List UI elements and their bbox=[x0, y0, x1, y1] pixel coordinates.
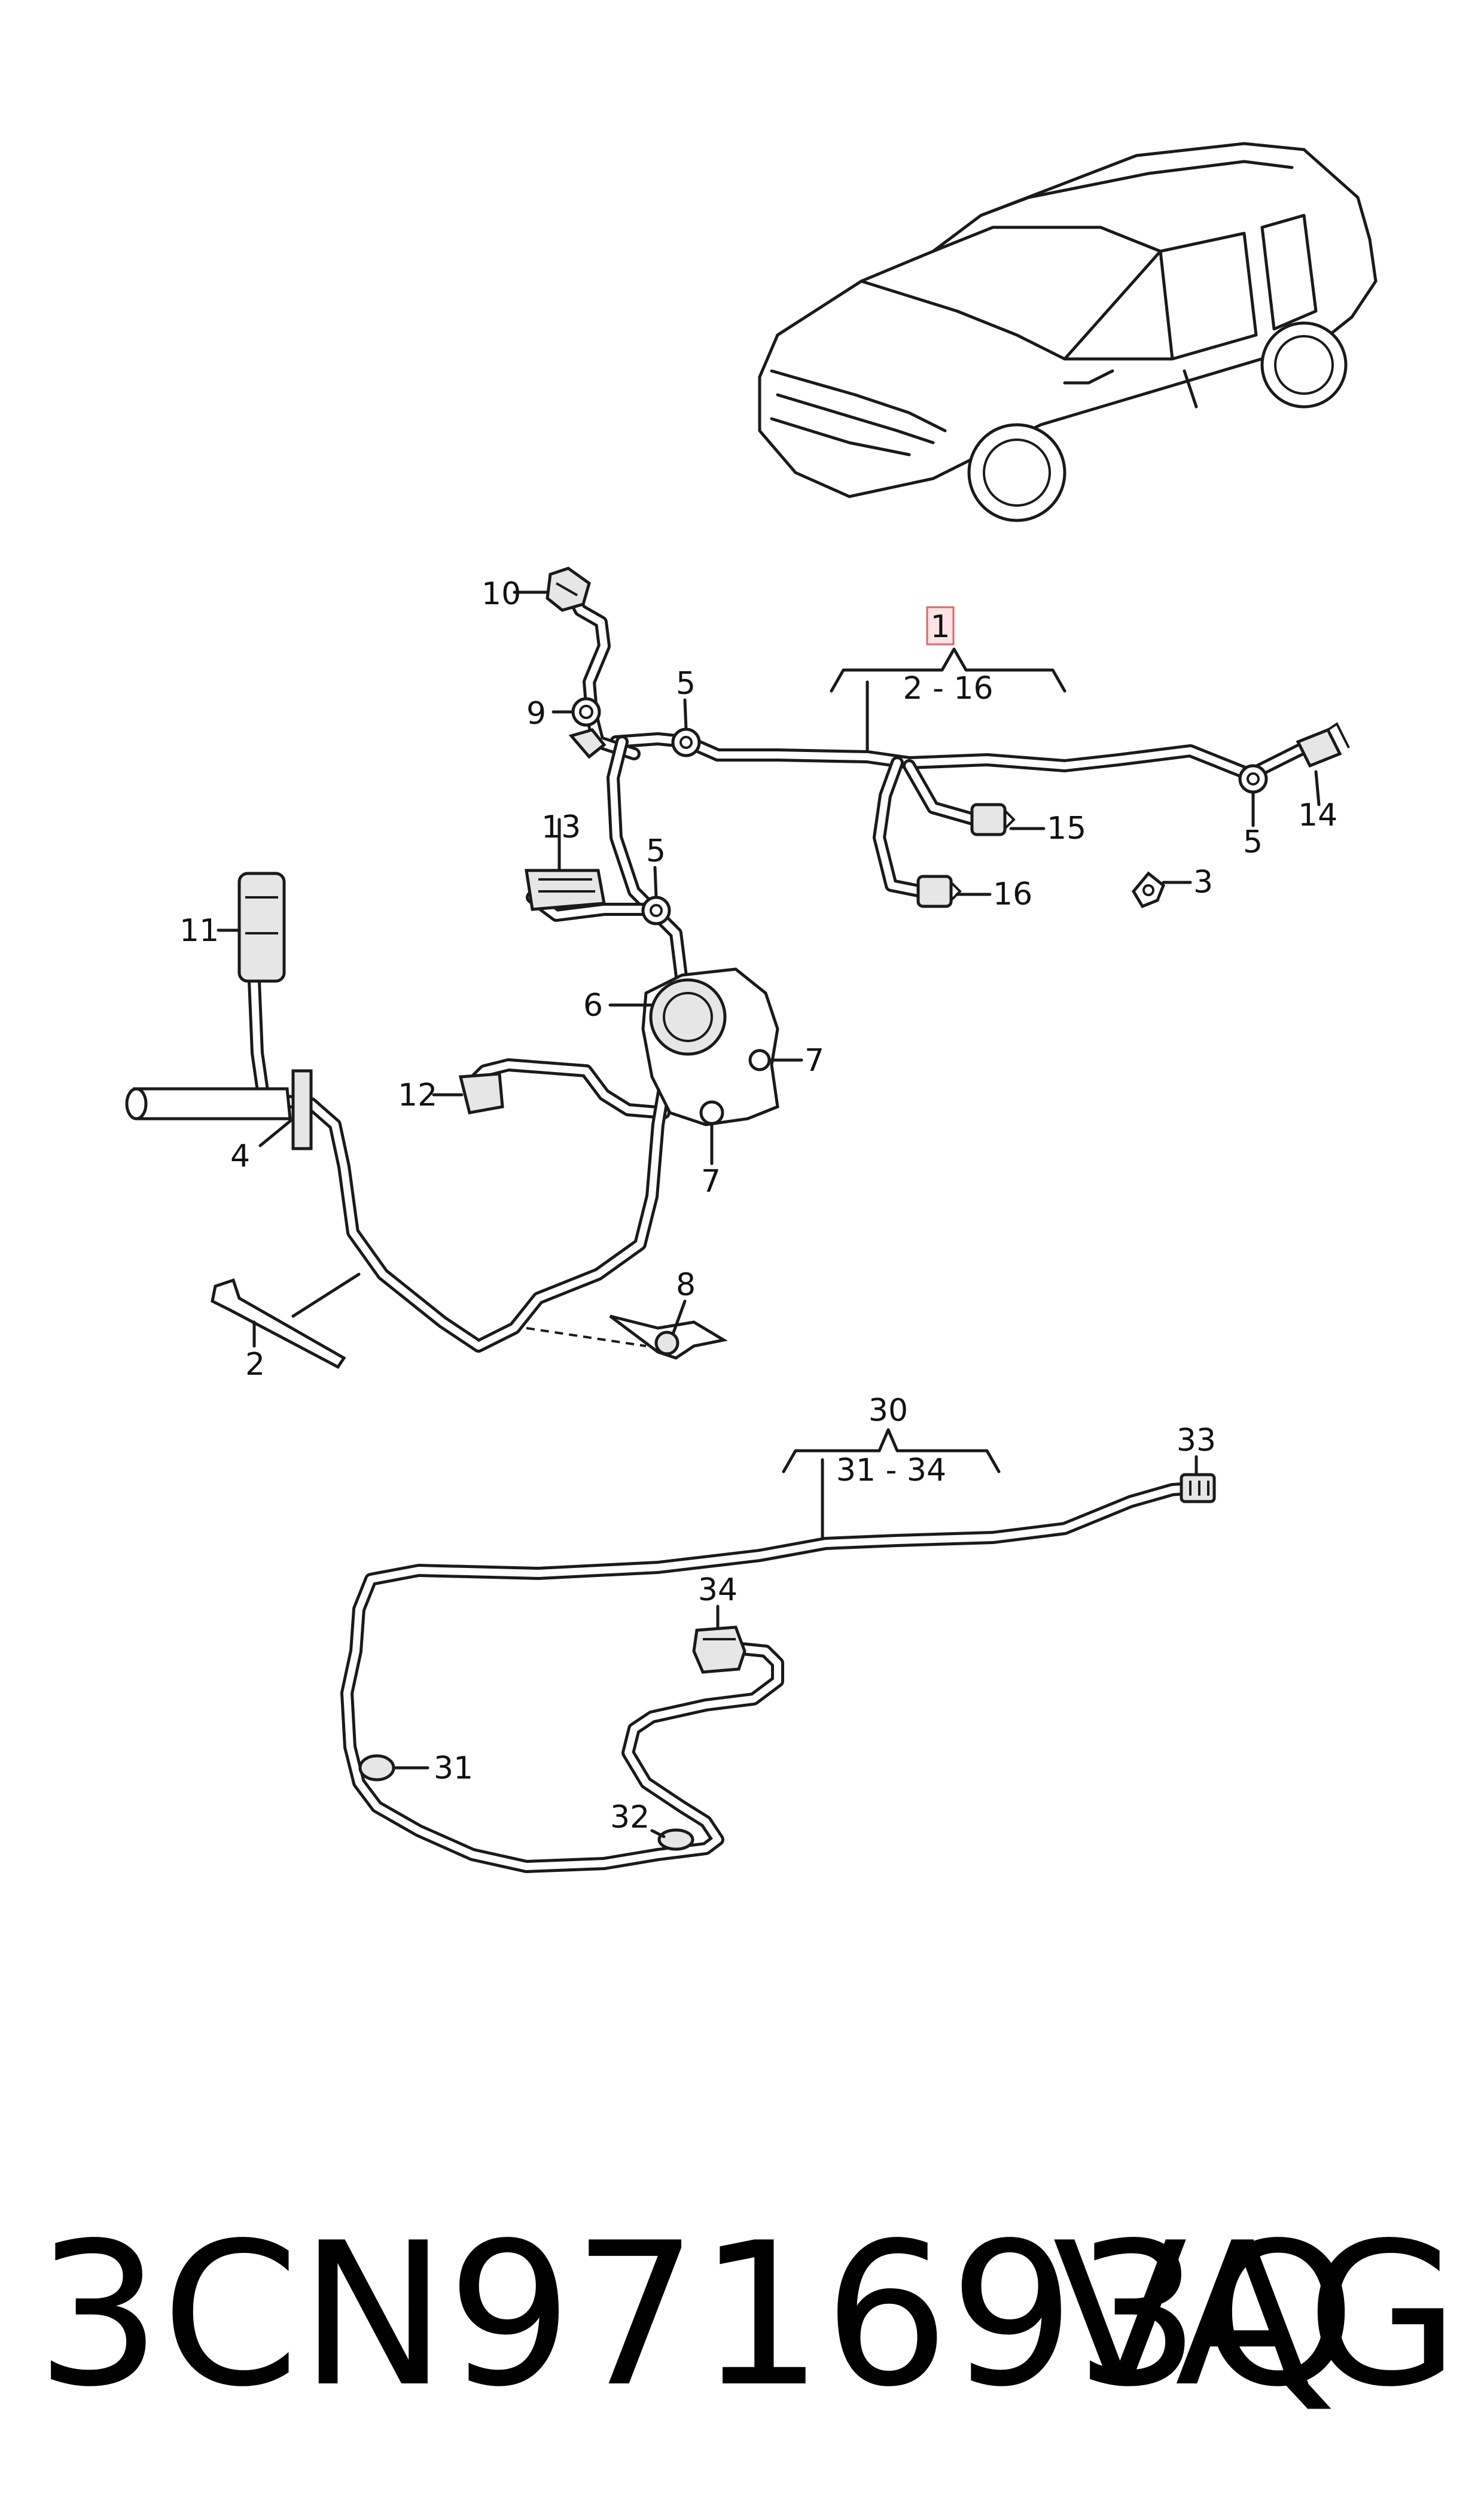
harness-30 bbox=[340, 1428, 1197, 1873]
harness-1 bbox=[248, 586, 1311, 1353]
callout-15: 15 bbox=[1047, 811, 1086, 847]
callout-12: 12 bbox=[398, 1077, 437, 1113]
connector-10 bbox=[546, 567, 591, 612]
connector-34 bbox=[692, 1625, 746, 1674]
part-6-housing bbox=[641, 967, 779, 1126]
vehicle-illustration bbox=[758, 142, 1378, 522]
callout-8: 8 bbox=[676, 1267, 696, 1303]
callout-2: 2 bbox=[245, 1347, 265, 1383]
callout-13: 13 bbox=[541, 809, 581, 845]
connector-33 bbox=[1180, 1473, 1216, 1503]
callout-30-range: 31 - 34 bbox=[836, 1453, 946, 1488]
part-4-bracket bbox=[125, 1069, 313, 1150]
callout-9: 9 bbox=[526, 696, 546, 732]
leader-lines bbox=[217, 590, 1321, 1838]
callout-16: 16 bbox=[993, 876, 1032, 912]
callout-4: 4 bbox=[230, 1138, 250, 1174]
callout-10: 10 bbox=[482, 576, 521, 612]
callout-5-right: 5 bbox=[1243, 824, 1263, 860]
callout-31: 31 bbox=[434, 1750, 473, 1786]
part-code: 3CN971693Q bbox=[36, 2200, 1356, 2430]
callout-33: 33 bbox=[1177, 1423, 1216, 1459]
connector-14 bbox=[1296, 722, 1350, 768]
callout-1-highlight bbox=[926, 606, 955, 646]
callout-6: 6 bbox=[583, 988, 603, 1024]
part-8-clip bbox=[609, 1314, 728, 1360]
connector-16 bbox=[916, 875, 962, 908]
callout-1-range: 2 - 16 bbox=[903, 671, 993, 707]
clip-5-grommets bbox=[641, 727, 1268, 925]
part-number-footer: 3CN971693Q VAG bbox=[36, 2208, 1459, 2423]
callout-11: 11 bbox=[179, 913, 219, 949]
connector-15 bbox=[970, 803, 1016, 836]
clip-3 bbox=[1131, 871, 1166, 909]
callout-7-right: 7 bbox=[805, 1043, 824, 1079]
grommet-32 bbox=[657, 1828, 694, 1851]
connector-13 bbox=[525, 869, 606, 911]
connector-12 bbox=[458, 1072, 504, 1115]
callout-7-bottom: 7 bbox=[701, 1164, 721, 1199]
part-9-grommet bbox=[568, 697, 607, 759]
callout-5-top: 5 bbox=[676, 666, 696, 702]
brand-name: VAG bbox=[1052, 2200, 1459, 2430]
callout-5-mid: 5 bbox=[646, 833, 666, 869]
part-2-cable-tie bbox=[211, 1278, 346, 1369]
callout-3: 3 bbox=[1193, 864, 1213, 900]
callout-1: 1 bbox=[930, 609, 950, 645]
connector-11 bbox=[237, 872, 286, 983]
callout-30: 30 bbox=[869, 1393, 908, 1429]
callout-32: 32 bbox=[610, 1800, 650, 1835]
grommet-31 bbox=[358, 1754, 395, 1782]
callout-14: 14 bbox=[1298, 797, 1337, 833]
callout-34: 34 bbox=[698, 1572, 738, 1608]
